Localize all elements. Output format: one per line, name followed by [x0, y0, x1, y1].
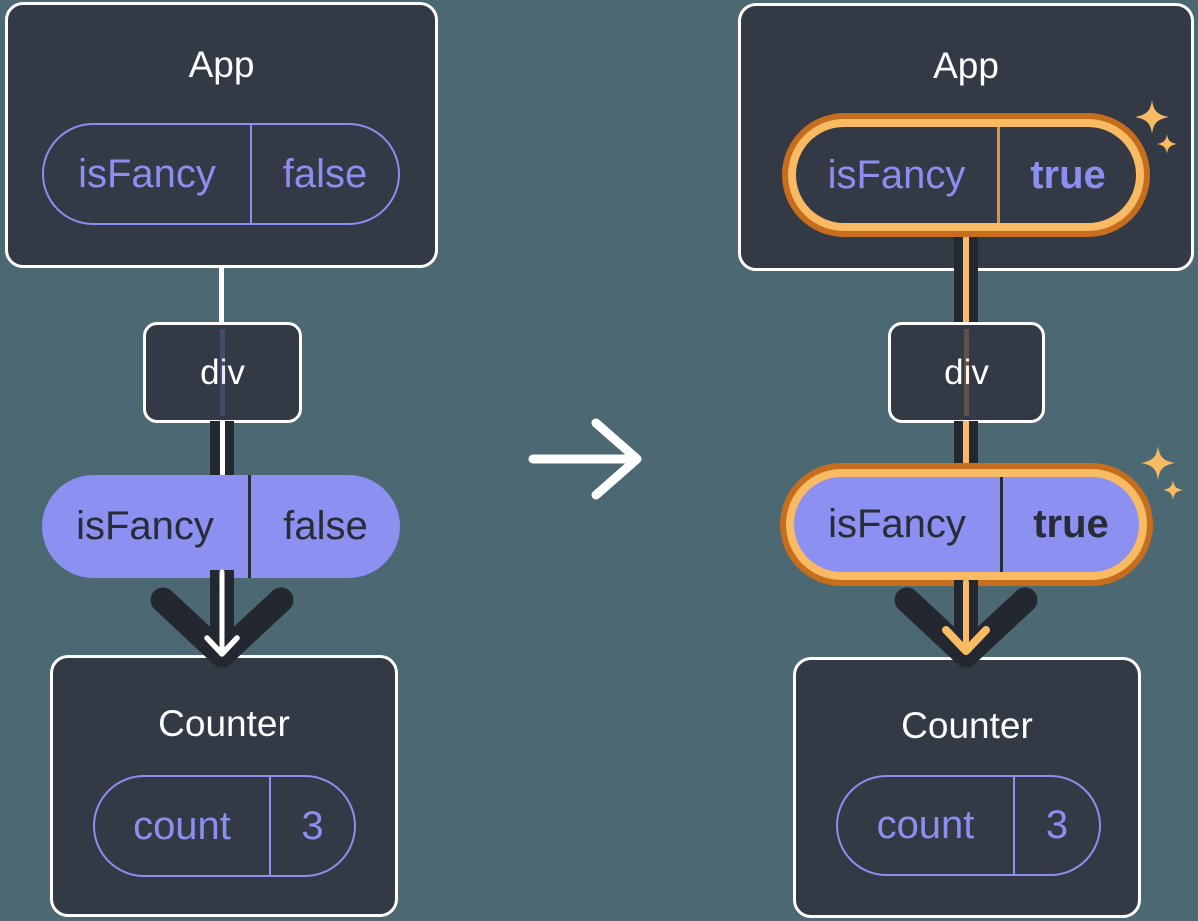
prop-flow-core: [963, 235, 969, 324]
div-node: div: [143, 322, 302, 423]
counter-state-pill: count 3: [93, 775, 356, 877]
tree-edge: [219, 265, 224, 325]
component-name: Counter: [901, 705, 1033, 746]
prop-name: isFancy: [794, 477, 1003, 572]
state-name: isFancy: [44, 125, 252, 223]
highlight-ring: isFancy true: [782, 113, 1150, 237]
state-pill: isFancy true: [796, 127, 1136, 223]
div-node: div: [888, 322, 1045, 423]
prop-name: isFancy: [42, 475, 251, 578]
sparkle-icon: [1141, 446, 1183, 500]
prop-pill: isFancy true: [794, 477, 1139, 572]
state-name: count: [95, 777, 271, 875]
counter-state-pill: count 3: [836, 775, 1101, 876]
prop-value: true: [1033, 502, 1109, 546]
pass-through-line: [220, 329, 225, 416]
div-label: div: [944, 352, 989, 392]
state-value: 3: [1045, 803, 1069, 847]
counter-card: Counter count 3: [50, 655, 398, 917]
arrow-down-white-icon: [150, 569, 294, 668]
state-value: false: [282, 151, 368, 196]
state-name: count: [838, 777, 1015, 874]
component-name: Counter: [158, 703, 290, 744]
highlight-ring-inner: isFancy true: [786, 469, 1147, 580]
prop-flow-core: [219, 421, 225, 477]
div-label: div: [200, 352, 245, 392]
prop-value: false: [283, 504, 368, 548]
sparkle-icon: [1135, 100, 1177, 154]
arrow-down-orange-icon: [894, 579, 1038, 668]
pass-through-line: [964, 329, 969, 416]
component-name: App: [188, 44, 255, 85]
arrow-right-icon: [528, 418, 642, 500]
state-name: isFancy: [796, 127, 1000, 223]
counter-card: Counter count 3: [793, 657, 1141, 918]
highlight-ring-inner: isFancy true: [788, 119, 1144, 231]
state-value: 3: [301, 803, 324, 848]
state-value: true: [1030, 152, 1106, 197]
component-name: App: [933, 45, 999, 86]
highlight-ring: isFancy true: [780, 463, 1153, 586]
prop-pill: isFancy false: [42, 475, 400, 578]
prop-flow-core: [963, 421, 969, 471]
state-pill: isFancy false: [42, 123, 400, 225]
